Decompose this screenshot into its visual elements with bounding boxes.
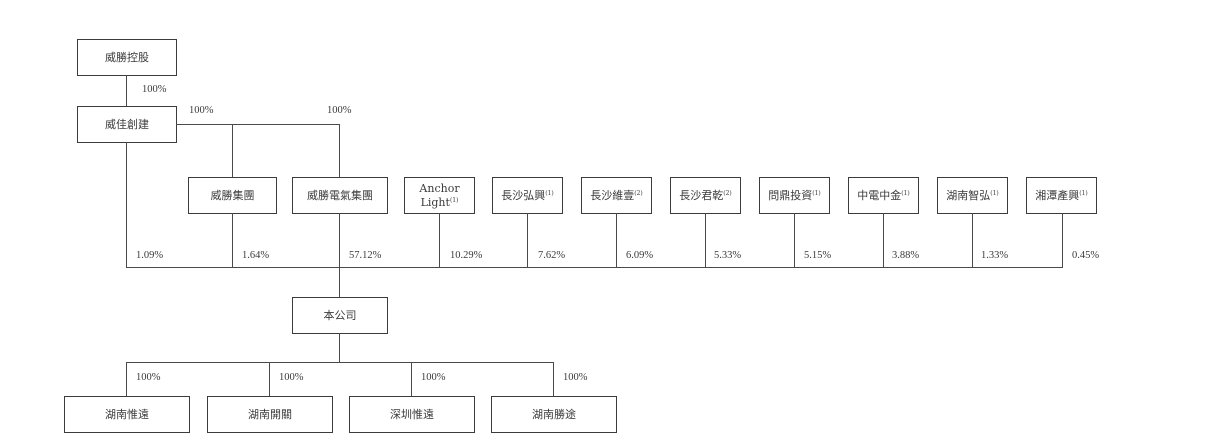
pct-weijia-electric: 100% [327,105,352,116]
node-label: 湖南智弘 [946,188,991,202]
connector-subsidiary-bus [126,362,554,363]
node-label: 威勝控股 [105,50,149,64]
node-weijia: 威佳創建 [77,106,177,143]
connector-holding-weijia [126,75,127,107]
pct-changsha-hongxing: 7.62% [538,250,566,261]
node-changsha-junqian: 長沙君乾(2) [670,177,741,214]
node-changsha-weiyi: 長沙維壹(2) [581,177,652,214]
connector-drop [339,213,340,298]
node-label: 長沙君乾 [679,188,724,202]
node-label: 湘潭產興 [1035,188,1080,202]
node-hunan-shengtu: 湖南勝途 [491,396,617,433]
pct-holding-weijia: 100% [142,84,167,95]
pct-weijia-group: 100% [189,105,214,116]
node-xiangtan-chanxing: 湘潭產興(1) [1026,177,1097,214]
node-zhongdian-zhongjin: 中電中金(1) [848,177,919,214]
node-label: 湖南開關 [248,407,292,421]
footnote-marker: (1) [901,189,910,197]
footnote-marker: (1) [990,189,999,197]
node-label: 威勝集團 [210,188,255,202]
connector-drop [794,213,795,268]
pct-hunan-zhihong: 1.33% [981,250,1009,261]
connector-to-electric [339,124,340,178]
node-label: 本公司 [323,308,357,322]
pct-weijia: 1.09% [136,250,164,261]
connector-drop [883,213,884,268]
pct-changsha-junqian: 5.33% [714,250,742,261]
pct-hunan-shengtu: 100% [563,372,588,383]
connector-weijia-branch [176,124,339,125]
connector-sub-drop [411,362,412,397]
connector-shareholder-bus [126,267,1063,268]
node-hunan-kaiguan: 湖南開關 [207,396,333,433]
connector-sub-drop [126,362,127,397]
node-label: 深圳惟遠 [390,407,434,421]
connector-drop [1062,213,1063,268]
pct-anchor-light: 10.29% [450,250,483,261]
node-label: 長沙維壹 [590,188,635,202]
node-changsha-hongxing: 長沙弘興(1) [492,177,563,214]
connector-drop [527,213,528,268]
node-label: 湖南勝途 [532,407,576,421]
node-company: 本公司 [292,297,388,334]
node-label: 長沙弘興 [501,188,546,202]
pct-hunan-weiyuan: 100% [136,372,161,383]
node-label-line2: Light [420,195,450,209]
pct-zhongdian-zhongjin: 3.88% [892,250,920,261]
connector-sub-drop [553,362,554,397]
footnote-marker: (1) [449,196,459,204]
node-wending-investment: 問鼎投資(1) [759,177,830,214]
pct-hunan-kaiguan: 100% [279,372,304,383]
pct-changsha-weiyi: 6.09% [626,250,654,261]
footnote-marker: (1) [812,189,821,197]
connector-drop [616,213,617,268]
node-label: 威佳創建 [105,117,149,131]
node-label-line1: Anchor [419,181,460,195]
node-anchor-light: Anchor Light(1) [404,177,475,214]
pct-wending-investment: 5.15% [804,250,832,261]
pct-shenzhen-weiyuan: 100% [421,372,446,383]
node-label: 中電中金 [857,188,902,202]
node-weisheng-electric-group: 威勝電氣集團 [292,177,388,214]
node-label: 威勝電氣集團 [307,188,373,202]
node-label: 湖南惟遠 [105,407,149,421]
footnote-marker: (2) [723,189,732,197]
connector-weijia-direct [126,142,127,268]
node-hunan-zhihong: 湖南智弘(1) [937,177,1008,214]
footnote-marker: (1) [545,189,554,197]
node-weisheng-holdings: 威勝控股 [77,39,177,76]
pct-xiangtan-chanxing: 0.45% [1072,250,1100,261]
node-hunan-weiyuan: 湖南惟遠 [64,396,190,433]
connector-drop [705,213,706,268]
node-weisheng-group: 威勝集團 [188,177,277,214]
pct-weisheng-group: 1.64% [242,250,270,261]
node-label: 問鼎投資 [768,188,813,202]
footnote-marker: (2) [634,189,643,197]
pct-weisheng-electric: 57.12% [349,250,382,261]
connector-drop [972,213,973,268]
connector-drop [439,213,440,268]
connector-to-group [232,124,233,178]
footnote-marker: (1) [1079,189,1088,197]
connector-sub-drop [269,362,270,397]
connector-company-down [339,333,340,362]
connector-drop [232,213,233,268]
node-shenzhen-weiyuan: 深圳惟遠 [349,396,475,433]
